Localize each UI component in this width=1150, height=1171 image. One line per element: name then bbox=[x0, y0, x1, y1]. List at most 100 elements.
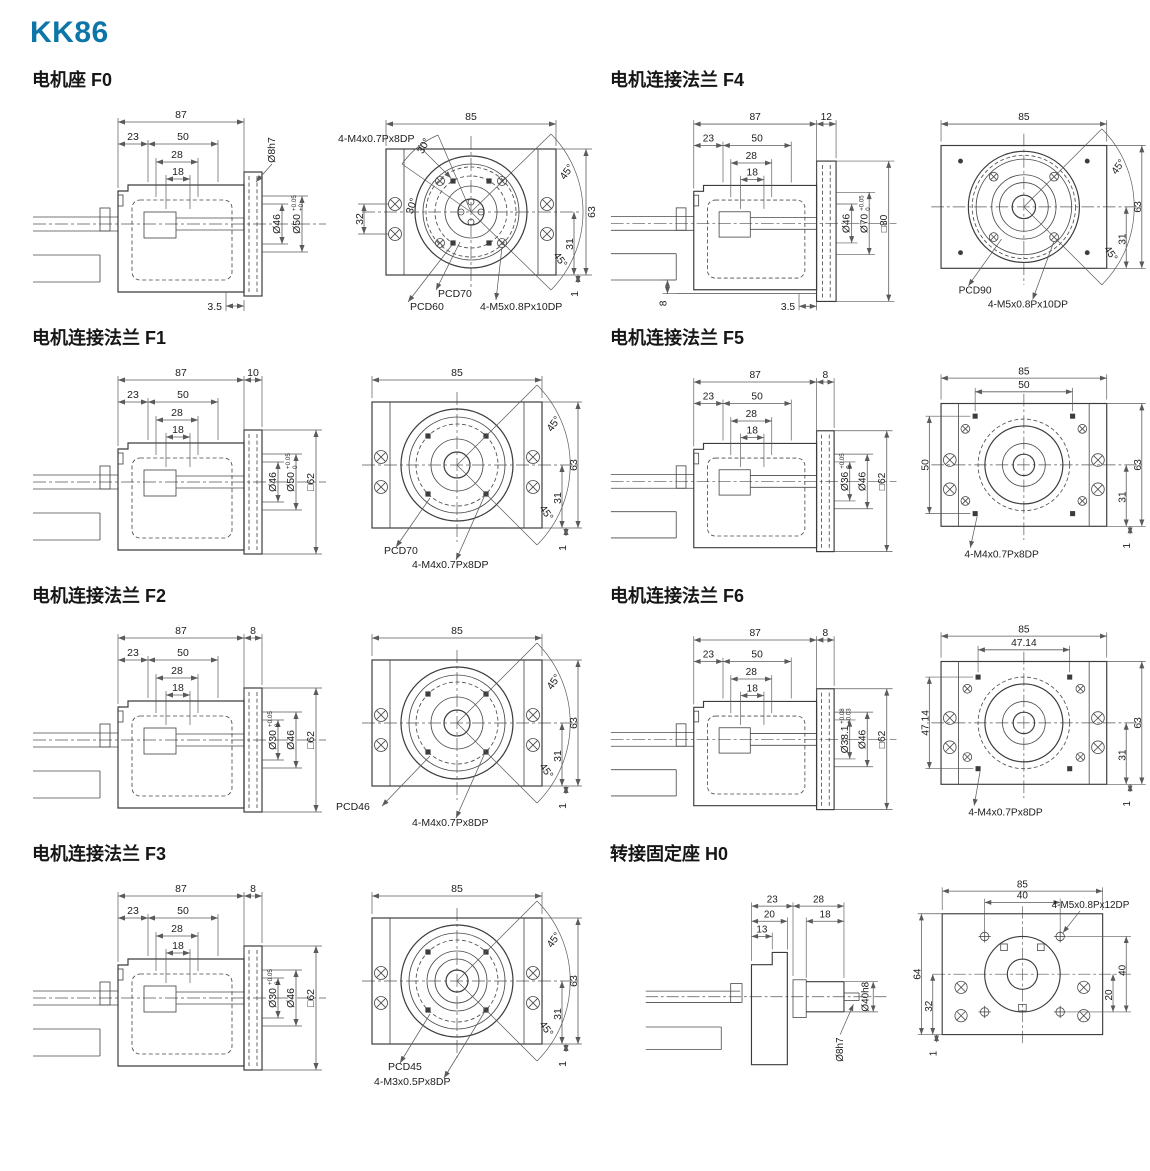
angle-30-bottom-label: 30° bbox=[404, 197, 420, 216]
dim-23: 23 bbox=[127, 389, 139, 401]
pilot-dia-label: Ø38.1 +0.08 +0.03 bbox=[839, 708, 853, 754]
h0-side-view: 23 28 20 18 13 Ø40h8 Ø8h7 bbox=[645, 894, 888, 1066]
part-outline bbox=[610, 688, 897, 811]
shaft-dia-label: Ø8h7 bbox=[266, 137, 278, 163]
angle-45-top-label: 45° bbox=[558, 162, 577, 182]
svg-text:Ø46: Ø46 bbox=[857, 471, 868, 491]
svg-text:Ø46: Ø46 bbox=[857, 729, 868, 749]
svg-text:Ø50: Ø50 bbox=[285, 472, 297, 492]
pilot-dia-label: Ø50 +0.05 +0 bbox=[291, 195, 305, 234]
dim-63-label: 63 bbox=[1133, 459, 1144, 471]
pilot-dia-label: Ø36 +0.05 0 bbox=[839, 453, 853, 491]
svg-text:8: 8 bbox=[658, 300, 669, 306]
part-outline bbox=[33, 945, 326, 1071]
square-size-label: □62 bbox=[305, 989, 317, 1007]
dim-40-right: 40 bbox=[1117, 964, 1128, 976]
svg-text:Ø30: Ø30 bbox=[267, 988, 279, 1008]
pilot-dia-label: Ø30 +0.05 0 bbox=[267, 969, 281, 1008]
dim-23: 23 bbox=[127, 905, 139, 917]
dim-18: 18 bbox=[172, 940, 184, 952]
svg-text:45°: 45° bbox=[545, 414, 564, 434]
section-title-f0: 电机座 F0 bbox=[32, 70, 113, 90]
angle-45-bottom-label: 45° bbox=[537, 1019, 556, 1039]
dim-28: 28 bbox=[746, 151, 758, 162]
angle-45-bottom-label: 45° bbox=[537, 503, 556, 523]
svg-text:63: 63 bbox=[1133, 717, 1144, 729]
svg-text:45°: 45° bbox=[551, 250, 570, 270]
dim-1-label: 1 bbox=[569, 291, 581, 297]
svg-text:32: 32 bbox=[924, 1000, 935, 1012]
svg-text:1: 1 bbox=[1123, 801, 1134, 807]
pilot-dia-label: Ø30 +0.05 0 bbox=[267, 711, 281, 750]
f2-side-view: 87 8 23 50 28 18 Ø30 +0.05 0 Ø46 bbox=[33, 625, 326, 813]
section-title-h0: 转接固定座 H0 bbox=[610, 844, 729, 864]
dim-1-label: 1 bbox=[557, 803, 569, 809]
section-title-f1: 电机连接法兰 F1 bbox=[32, 328, 167, 348]
dim-3-5: 3.5 bbox=[781, 302, 796, 313]
dim-flange-thk: 8 bbox=[250, 625, 256, 637]
section-f1: 电机连接法兰 F1 bbox=[30, 316, 608, 572]
square-size-label: □80 bbox=[879, 214, 890, 232]
svg-text:Ø8h7: Ø8h7 bbox=[266, 137, 278, 163]
dim-85: 85 bbox=[451, 883, 463, 895]
drawings-row: 87 12 23 50 28 18 Ø46 Ø70 +0.05 0 bbox=[608, 92, 1150, 314]
dim-18: 18 bbox=[172, 424, 184, 436]
svg-text:47.14: 47.14 bbox=[921, 710, 932, 736]
section-h0: 转接固定座 H0 bbox=[608, 832, 1150, 1088]
dim-32-label: 32 bbox=[924, 1000, 935, 1012]
dim-85: 85 bbox=[1019, 624, 1031, 635]
dimensions: 87 10 23 50 28 18 Ø46 Ø50 +0.05 0 bbox=[117, 367, 322, 555]
tolerance-lower: 0 bbox=[292, 465, 299, 469]
svg-text:45°: 45° bbox=[537, 761, 556, 781]
pcd-label: PCD45 bbox=[388, 1061, 422, 1073]
dim-31-label: 31 bbox=[552, 750, 564, 762]
dimensions: 87 12 23 50 28 18 Ø46 Ø70 +0.05 0 bbox=[658, 112, 895, 313]
svg-text:1: 1 bbox=[557, 803, 569, 809]
dim-28: 28 bbox=[171, 149, 183, 161]
section-f0: 电机座 F0 bbox=[30, 58, 608, 314]
svg-text:30°: 30° bbox=[404, 197, 420, 216]
dim-63-label: 63 bbox=[568, 975, 580, 987]
section-f2: 电机连接法兰 F2 bbox=[30, 574, 608, 830]
f4-side-view: 87 12 23 50 28 18 Ø46 Ø70 +0.05 0 bbox=[610, 112, 897, 313]
part-outline bbox=[33, 687, 326, 813]
dimensions: 85 50 50 63 31 1 4-M4x0.7Px8DP bbox=[921, 366, 1147, 560]
angle-45-bottom-label: 45° bbox=[551, 250, 570, 270]
angle-45-bottom-label: 45° bbox=[1102, 244, 1120, 263]
dim-flange-thk: 8 bbox=[250, 883, 256, 895]
dimensions: 85 4-M4x0.7Px8DP 30° 30° 32 45° 45° 63 3… bbox=[338, 111, 598, 313]
svg-text:Ø30: Ø30 bbox=[267, 730, 279, 750]
drawings-row: 23 28 20 18 13 Ø40h8 Ø8h7 bbox=[608, 866, 1150, 1088]
svg-text:Ø36: Ø36 bbox=[840, 471, 851, 491]
svg-text:31: 31 bbox=[552, 1008, 564, 1020]
tolerance-lower: 0 bbox=[274, 981, 281, 985]
svg-text:45°: 45° bbox=[545, 672, 564, 692]
dim-63-label: 63 bbox=[568, 459, 580, 471]
thread-spec-label: 4-M5x0.8Px10DP bbox=[988, 299, 1068, 310]
tolerance-lower: 0 bbox=[865, 207, 872, 211]
part-outline bbox=[33, 429, 326, 555]
dim-3-5: 3.5 bbox=[207, 301, 222, 312]
bore-dia-label: Ø46 bbox=[857, 729, 868, 749]
svg-text:31: 31 bbox=[552, 750, 564, 762]
dim-1-label: 1 bbox=[1123, 543, 1134, 549]
svg-text:31: 31 bbox=[552, 492, 564, 504]
svg-text:63: 63 bbox=[1133, 459, 1144, 471]
dim-pitch-v: 47.14 bbox=[921, 710, 932, 736]
dim-63-label: 63 bbox=[1133, 201, 1144, 213]
f5-side-view: 87 8 23 50 28 18 Ø36 +0.05 0 Ø46 bbox=[610, 370, 897, 553]
svg-text:Ø8h7: Ø8h7 bbox=[835, 1037, 846, 1062]
section-title-f6: 电机连接法兰 F6 bbox=[610, 586, 745, 606]
dimensions: 85 45° 45° 63 31 1 PCD45 4-M3x0.5Px8DP bbox=[371, 883, 582, 1088]
dimensions: 85 47.14 47.14 63 31 1 4-M4x0.7Px8DP bbox=[921, 624, 1147, 818]
thread-spec-label: 4-M4x0.7Px8DP bbox=[412, 559, 488, 571]
square-size-label: □62 bbox=[305, 473, 317, 491]
part-outline bbox=[362, 392, 578, 542]
dim-28: 28 bbox=[746, 409, 758, 420]
part-outline bbox=[931, 393, 1143, 540]
tolerance-upper: +0.05 bbox=[267, 711, 274, 727]
svg-text:63: 63 bbox=[586, 206, 598, 218]
dim-85: 85 bbox=[1019, 366, 1031, 377]
section-title-f3: 电机连接法兰 F3 bbox=[32, 844, 167, 864]
square-size-label: □62 bbox=[877, 730, 888, 748]
